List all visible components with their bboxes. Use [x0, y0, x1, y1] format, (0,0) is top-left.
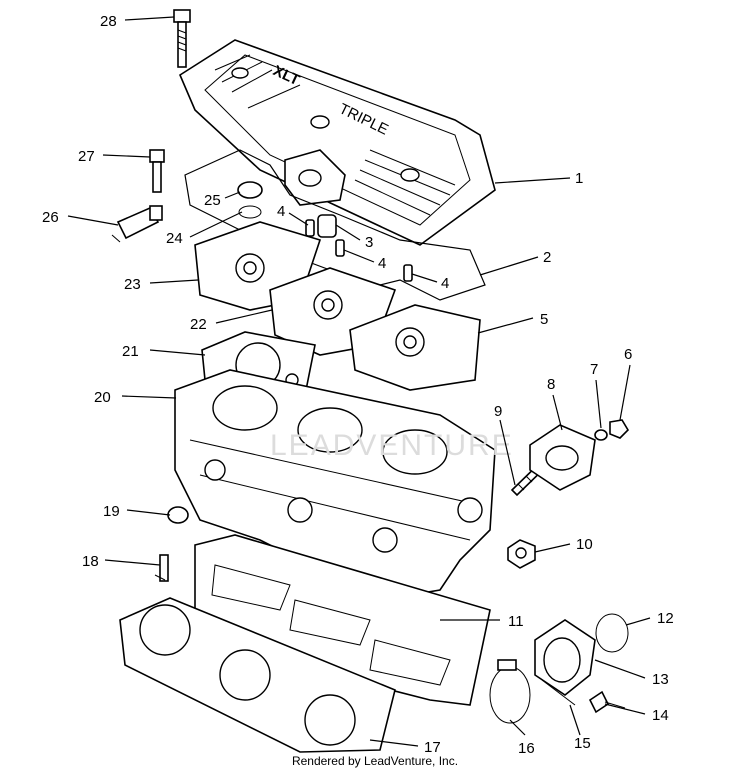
thermostat-housing: [284, 149, 346, 238]
screw-15: [541, 679, 576, 706]
callout-12: 12: [657, 610, 674, 627]
callout-2: 2: [543, 249, 551, 266]
gasket-17: [119, 597, 396, 753]
callout-1: 1: [575, 170, 583, 187]
callout-3: 3: [365, 234, 373, 251]
callout-4b: 4: [378, 255, 386, 272]
callout-4c: 4: [441, 275, 449, 292]
washer-25: [237, 181, 263, 199]
callout-18: 18: [82, 553, 99, 570]
callout-4a: 4: [277, 203, 285, 220]
callout-26: 26: [42, 209, 59, 226]
dowel-pin-4c: [403, 264, 413, 282]
callout-numbers: 28 27 26 25 24 23 22 21 20 19 18 17 16 1…: [42, 13, 674, 757]
callout-27: 27: [78, 148, 95, 165]
callout-13: 13: [652, 671, 669, 688]
cylinder-head-section-5: [349, 304, 481, 391]
callout-17: 17: [424, 739, 441, 756]
callout-24: 24: [166, 230, 183, 247]
leader-lines: [67, 16, 651, 747]
callout-6: 6: [624, 346, 632, 363]
fitting-18: [154, 554, 169, 582]
cylinder-head-cover: XLT TRIPLE: [178, 39, 496, 246]
washer-7: [594, 429, 608, 441]
temperature-sensor-26: [111, 205, 163, 243]
callout-5: 5: [540, 311, 548, 328]
callout-23: 23: [124, 276, 141, 293]
callout-28: 28: [100, 13, 117, 30]
callout-15: 15: [574, 735, 591, 752]
cylinder-block-20: [174, 369, 496, 601]
callout-11: 11: [508, 613, 524, 630]
cover-plate-8: [529, 424, 596, 491]
callout-10: 10: [576, 536, 593, 553]
dowel-pin-4a: [305, 219, 315, 237]
dowel-pin-4b: [335, 239, 345, 257]
callout-20: 20: [94, 389, 111, 406]
bolt-28: [173, 9, 191, 68]
callout-14: 14: [652, 707, 669, 724]
callout-16: 16: [518, 740, 535, 757]
footer-credit: Rendered by LeadVenture, Inc.: [291, 754, 459, 768]
watermark: LEADVENTURE: [270, 429, 514, 462]
callout-25: 25: [204, 192, 221, 209]
callout-22: 22: [190, 316, 207, 333]
nut-10: [507, 539, 536, 569]
o-ring-12: [595, 613, 629, 653]
callout-8: 8: [547, 376, 555, 393]
screw-14: [588, 690, 626, 714]
callout-7: 7: [590, 361, 598, 378]
callout-21: 21: [122, 343, 139, 360]
intake-boot-13: [534, 619, 596, 696]
bolt-27: [149, 149, 165, 193]
clamp-16: [489, 659, 531, 724]
callout-9: 9: [494, 403, 502, 420]
callout-19: 19: [103, 503, 120, 520]
nut-6: [609, 419, 630, 439]
plug-19: [167, 506, 189, 524]
o-ring-24: [238, 205, 262, 219]
